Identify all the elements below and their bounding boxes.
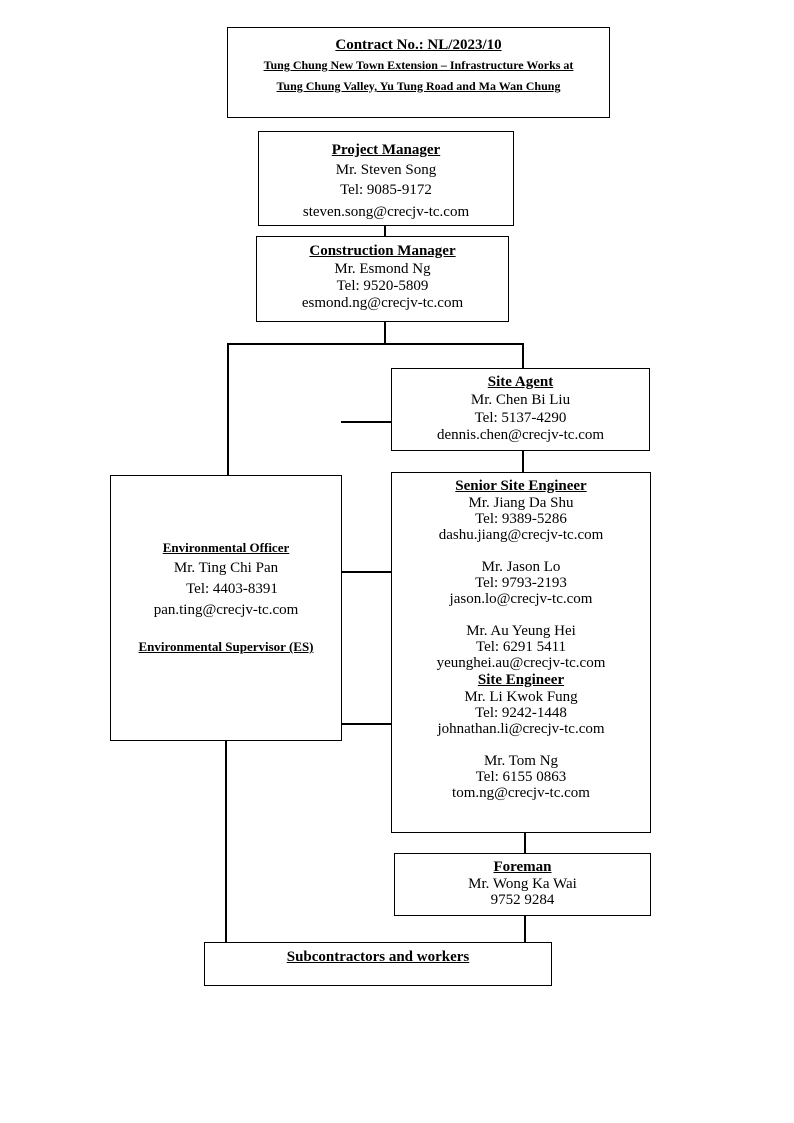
foreman-name: Mr. Wong Ka Wai [468,876,577,892]
senior-engineer-2-name: Mr. Jason Lo [481,559,561,575]
environmental-officer-name: Mr. Ting Chi Pan [173,560,279,576]
site-agent-tel: Tel: 5137-4290 [474,410,567,426]
connector-agent-sse [522,450,524,473]
foreman-box: Foreman Mr. Wong Ka Wai 9752 9284 [394,853,651,916]
senior-engineer-1-tel: Tel: 9389-5286 [475,511,567,527]
site-engineer-2-name: Mr. Tom Ng [483,753,559,769]
subcontractors-box: Subcontractors and workers [204,942,552,986]
connector-eo-sse-upper [341,571,392,573]
project-manager-tel: Tel: 9085-9172 [340,182,432,198]
site-engineer-1-email: johnathan.li@crecjv-tc.com [437,721,605,737]
construction-manager-name: Mr. Esmond Ng [334,261,431,277]
connector-sse-foreman [524,832,526,854]
connector-cm-down [384,321,386,344]
senior-engineer-3-name: Mr. Au Yeung Hei [466,623,576,639]
connector-foreman-sub [524,915,526,943]
site-engineer-title: Site Engineer [477,672,565,688]
environmental-supervisor-title: Environmental Supervisor (ES) [138,639,314,654]
site-agent-email: dennis.chen@crecjv-tc.com [436,427,605,443]
environmental-officer-title: Environmental Officer [162,540,290,555]
senior-engineer-1-name: Mr. Jiang Da Shu [468,495,574,511]
foreman-phone: 9752 9284 [490,892,555,908]
connector-left-trunk [227,343,229,476]
contract-title-line1: Tung Chung New Town Extension – Infrastr… [263,58,574,72]
site-agent-name: Mr. Chen Bi Liu [470,392,571,408]
senior-engineer-2-tel: Tel: 9793-2193 [475,575,567,591]
site-engineer-1-name: Mr. Li Kwok Fung [464,689,578,705]
project-manager-box: Project Manager Mr. Steven Song Tel: 908… [258,131,514,226]
connector-agent-eo [341,421,392,423]
connector-eo-sub [225,740,227,943]
senior-engineer-3-tel: Tel: 6291 5411 [475,639,567,655]
contract-number: Contract No.: NL/2023/10 [335,37,502,53]
construction-manager-tel: Tel: 9520-5809 [336,278,429,294]
connector-eo-sse-lower [341,723,392,725]
site-engineer-1-tel: Tel: 9242-1448 [475,705,567,721]
site-agent-box: Site Agent Mr. Chen Bi Liu Tel: 5137-429… [391,368,650,451]
construction-manager-box: Construction Manager Mr. Esmond Ng Tel: … [256,236,509,322]
site-engineers-box: Senior Site Engineer Mr. Jiang Da Shu Te… [391,472,651,833]
contract-title-line2: Tung Chung Valley, Yu Tung Road and Ma W… [276,79,561,93]
senior-engineer-2-email: jason.lo@crecjv-tc.com [449,591,593,607]
senior-engineer-1-email: dashu.jiang@crecjv-tc.com [438,527,604,543]
site-engineer-2-email: tom.ng@crecjv-tc.com [452,785,590,801]
connector-pm-cm [384,225,386,237]
site-engineer-2-tel: Tel: 6155 0863 [475,769,567,785]
senior-site-engineer-title: Senior Site Engineer [455,478,587,494]
project-manager-name: Mr. Steven Song [335,162,437,178]
site-agent-title: Site Agent [487,374,554,390]
project-manager-email: steven.song@crecjv-tc.com [302,204,470,220]
connector-right-to-agent [522,343,524,369]
environmental-officer-box: Environmental Officer Mr. Ting Chi Pan T… [110,475,342,741]
foreman-title: Foreman [493,859,552,875]
environmental-officer-tel: Tel: 4403-8391 [186,581,278,597]
project-manager-title: Project Manager [331,142,441,158]
construction-manager-title: Construction Manager [309,243,456,259]
connector-branch-horizontal [227,343,524,345]
subcontractors-title: Subcontractors and workers [286,949,470,965]
contract-header-box: Contract No.: NL/2023/10 Tung Chung New … [227,27,610,118]
senior-engineer-3-email: yeunghei.au@crecjv-tc.com [436,655,606,671]
construction-manager-email: esmond.ng@crecjv-tc.com [301,295,464,311]
environmental-officer-email: pan.ting@crecjv-tc.com [153,602,299,618]
